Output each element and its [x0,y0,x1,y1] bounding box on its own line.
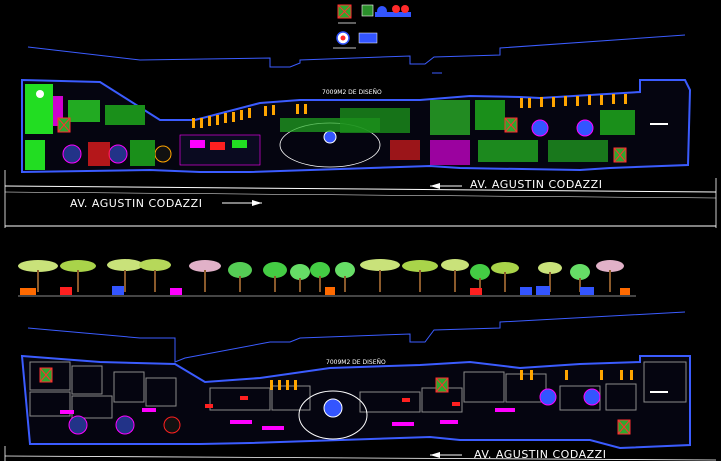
tree-canopies [18,259,624,280]
top-area-label: 7009M2 DE DISEÑO [322,89,382,96]
central-plaza [298,390,368,440]
legend-bench-icon [361,4,374,17]
bottom-site-plan: 7009M2 DE DISEÑO AV. AGUSTIN CODAZZI [4,311,717,461]
top-property-line [27,34,686,68]
plaza-circle [62,144,82,164]
bottom-property-line [27,311,686,363]
top-site-plan: 7009M2 DE DISEÑO AV. AGUSTIN CODAZZI AV.… [4,34,717,228]
street-label-bottom: AV. AGUSTIN CODAZZI [474,448,606,461]
legend-icons [333,4,411,49]
landscape-elevation [18,259,636,297]
ground-shrubs [20,286,630,295]
parking-rows [192,94,627,128]
legend-vehicle-icon [358,32,378,44]
street-label-lower: AV. AGUSTIN CODAZZI [70,197,202,210]
street-label-upper: AV. AGUSTIN CODAZZI [470,178,602,191]
bottom-area-label: 7009M2 DE DISEÑO [326,359,386,366]
plaza-circle [68,415,88,435]
